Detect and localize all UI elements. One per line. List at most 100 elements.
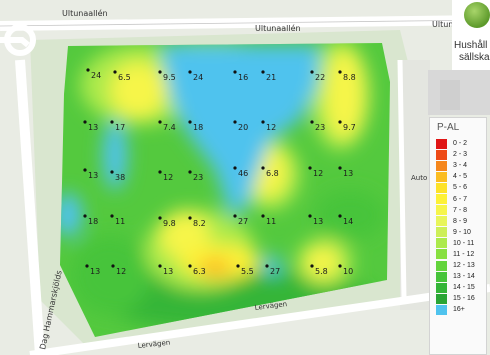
sample-point[interactable]: 10 bbox=[338, 264, 353, 276]
sample-value: 23 bbox=[315, 123, 325, 132]
legend-swatch bbox=[436, 271, 447, 282]
sample-point[interactable]: 9.7 bbox=[338, 120, 356, 132]
sample-point[interactable]: 16 bbox=[233, 70, 248, 82]
legend-label: 10 - 11 bbox=[453, 239, 475, 247]
sample-dot bbox=[308, 166, 312, 170]
legend-label: 6 - 7 bbox=[453, 195, 468, 203]
sample-point[interactable]: 12 bbox=[308, 166, 323, 178]
sample-point[interactable]: 27 bbox=[233, 214, 248, 226]
sample-dot bbox=[158, 264, 162, 268]
sample-value: 13 bbox=[343, 169, 353, 178]
street-label-ultunaallen-mid: Ultunaallén bbox=[255, 23, 301, 33]
legend-swatch bbox=[436, 304, 447, 315]
legend-item: 4 - 5 bbox=[430, 171, 486, 182]
sample-point[interactable]: 23 bbox=[188, 170, 203, 182]
sample-dot bbox=[338, 214, 342, 218]
sample-value: 18 bbox=[193, 123, 203, 132]
legend-item: 0 - 2 bbox=[430, 138, 486, 149]
sample-point[interactable]: 13 bbox=[83, 120, 98, 132]
sample-point[interactable]: 6.5 bbox=[113, 70, 131, 82]
sample-point[interactable]: 24 bbox=[188, 70, 203, 82]
brand-name-line2: sällska bbox=[459, 52, 490, 63]
sample-point[interactable]: 38 bbox=[110, 170, 125, 182]
sample-value: 13 bbox=[88, 123, 98, 132]
sample-point[interactable]: 46 bbox=[233, 166, 248, 178]
legend-item: 3 - 4 bbox=[430, 160, 486, 171]
sample-dot bbox=[188, 70, 192, 74]
sample-point[interactable]: 13 bbox=[83, 168, 98, 180]
legend-label: 8 - 9 bbox=[453, 217, 468, 225]
sample-point[interactable]: 12 bbox=[158, 170, 173, 182]
sample-value: 12 bbox=[313, 169, 323, 178]
sample-value: 12 bbox=[116, 267, 126, 276]
sample-point[interactable]: 13 bbox=[85, 264, 100, 276]
sample-value: 24 bbox=[91, 71, 101, 80]
legend-item: 5 - 6 bbox=[430, 182, 486, 193]
legend-item: 6 - 7 bbox=[430, 193, 486, 205]
sample-dot bbox=[233, 120, 237, 124]
sample-point[interactable]: 18 bbox=[188, 120, 203, 132]
legend-swatch bbox=[436, 293, 447, 304]
sample-point[interactable]: 7.4 bbox=[158, 120, 176, 132]
sample-value: 27 bbox=[238, 217, 248, 226]
sample-point[interactable]: 8.2 bbox=[188, 216, 206, 228]
sample-point[interactable]: 18 bbox=[83, 214, 98, 226]
sample-point[interactable]: 13 bbox=[158, 264, 173, 276]
sample-dot bbox=[338, 264, 342, 268]
sample-point[interactable]: 9.8 bbox=[158, 216, 176, 228]
sample-point[interactable]: 13 bbox=[308, 214, 323, 226]
sample-value: 38 bbox=[115, 173, 125, 182]
sample-point[interactable]: 6.3 bbox=[188, 264, 206, 276]
sample-point[interactable]: 17 bbox=[110, 120, 125, 132]
sample-dot bbox=[233, 214, 237, 218]
sample-value: 5.8 bbox=[315, 267, 328, 276]
sample-value: 6.5 bbox=[118, 73, 131, 82]
legend-swatch bbox=[436, 205, 447, 216]
sample-dot bbox=[110, 120, 114, 124]
sample-dot bbox=[83, 214, 87, 218]
sample-point[interactable]: 23 bbox=[310, 120, 325, 132]
legend-item: 2 - 3 bbox=[430, 149, 486, 160]
legend-label: 14 - 15 bbox=[453, 284, 475, 292]
sample-dot bbox=[310, 70, 314, 74]
legend-swatch bbox=[436, 227, 447, 238]
sample-point[interactable]: 14 bbox=[338, 214, 353, 226]
sample-point[interactable]: 5.8 bbox=[310, 264, 328, 276]
sample-point[interactable]: 20 bbox=[233, 120, 248, 132]
sample-value: 7.4 bbox=[163, 123, 176, 132]
sample-value: 6.3 bbox=[193, 267, 206, 276]
sample-point[interactable]: 21 bbox=[261, 70, 276, 82]
sample-dot bbox=[158, 216, 162, 220]
legend-item: 12 - 13 bbox=[430, 260, 486, 271]
sample-point[interactable]: 9.5 bbox=[158, 70, 176, 82]
sample-point[interactable]: 24 bbox=[86, 68, 101, 80]
sample-dot bbox=[338, 70, 342, 74]
street-label-lervagen: Lervägen bbox=[254, 300, 287, 312]
sample-dot bbox=[265, 264, 269, 268]
sample-dot bbox=[188, 264, 192, 268]
sample-point[interactable]: 22 bbox=[310, 70, 325, 82]
street-label-ultuna-right: Ultuna bbox=[432, 20, 458, 29]
sample-point[interactable]: 12 bbox=[111, 264, 126, 276]
legend-item: 11 - 12 bbox=[430, 249, 486, 260]
legend-swatch bbox=[436, 238, 447, 249]
legend-item: 7 - 8 bbox=[430, 205, 486, 216]
sample-value: 13 bbox=[90, 267, 100, 276]
sample-point[interactable]: 6.8 bbox=[261, 166, 279, 178]
sample-point[interactable]: 5.5 bbox=[236, 264, 254, 276]
sample-point[interactable]: 12 bbox=[261, 120, 276, 132]
sample-dot bbox=[86, 68, 90, 72]
sample-point[interactable]: 11 bbox=[261, 214, 276, 226]
legend-item: 16+ bbox=[430, 304, 486, 315]
sample-point[interactable]: 8.8 bbox=[338, 70, 356, 82]
heatmap bbox=[60, 43, 390, 337]
legend-item: 9 - 10 bbox=[430, 227, 486, 238]
sample-point[interactable]: 11 bbox=[110, 214, 125, 226]
sample-value: 46 bbox=[238, 169, 248, 178]
sample-point[interactable]: 27 bbox=[265, 264, 280, 276]
sample-value: 8.2 bbox=[193, 219, 206, 228]
sample-point[interactable]: 13 bbox=[338, 166, 353, 178]
sample-value: 27 bbox=[270, 267, 280, 276]
